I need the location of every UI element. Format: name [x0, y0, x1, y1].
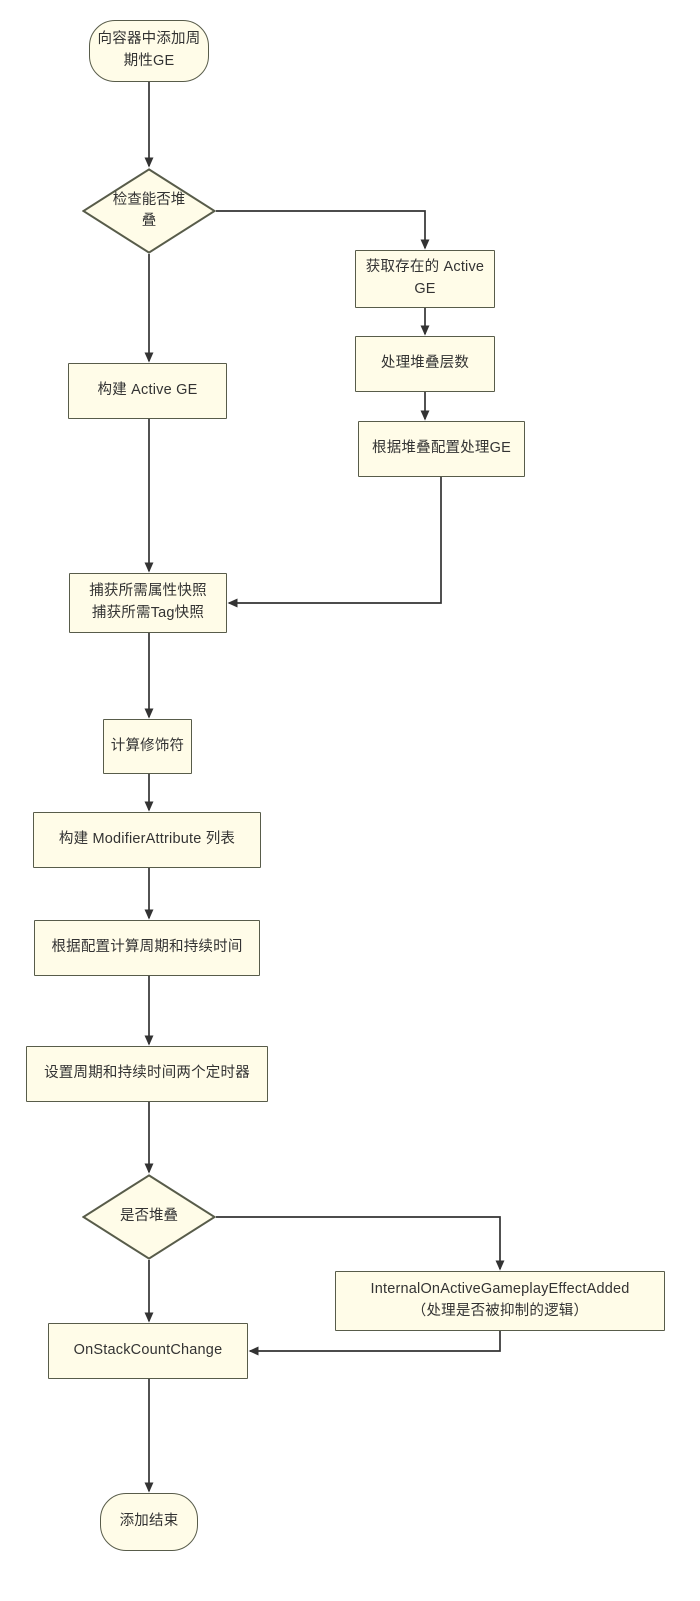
edge-is-stacked-to-internal-added: [216, 1216, 505, 1271]
diamond-shape: [82, 168, 216, 254]
node-get-active-ge[interactable]: 获取存在的 Active GE: [355, 250, 495, 308]
node-end[interactable]: 添加结束: [100, 1493, 198, 1551]
node-on-stack-count-change[interactable]: OnStackCountChange: [48, 1323, 248, 1379]
node-internal-on-active-added[interactable]: InternalOnActiveGameplayEffectAdded （处理是…: [335, 1271, 665, 1331]
node-check-stack[interactable]: 检查能否堆 叠: [82, 168, 216, 254]
diamond-shape: [82, 1174, 216, 1260]
node-check-stack-label: 检查能否堆 叠: [112, 191, 186, 229]
edge-check-to-get-active: [216, 210, 430, 250]
node-capture-snapshot[interactable]: 捕获所需属性快照 捕获所需Tag快照: [69, 573, 227, 633]
node-handle-stack-count[interactable]: 处理堆叠层数: [355, 336, 495, 392]
node-is-stacked-label: 是否堆叠: [120, 1208, 178, 1225]
node-start[interactable]: 向容器中添加周 期性GE: [89, 20, 209, 82]
node-calc-period-duration[interactable]: 根据配置计算周期和持续时间: [34, 920, 260, 976]
node-handle-by-config[interactable]: 根据堆叠配置处理GE: [358, 421, 525, 477]
node-build-modifier-list[interactable]: 构建 ModifierAttribute 列表: [33, 812, 261, 868]
node-build-active-ge[interactable]: 构建 Active GE: [68, 363, 227, 419]
node-calc-modifier[interactable]: 计算修饰符: [103, 719, 192, 774]
node-is-stacked[interactable]: 是否堆叠: [82, 1174, 216, 1260]
node-set-timers[interactable]: 设置周期和持续时间两个定时器: [26, 1046, 268, 1102]
edge-internal-added-to-on-stack-count: [248, 1331, 501, 1356]
edge-handle-config-to-capture: [227, 477, 442, 608]
